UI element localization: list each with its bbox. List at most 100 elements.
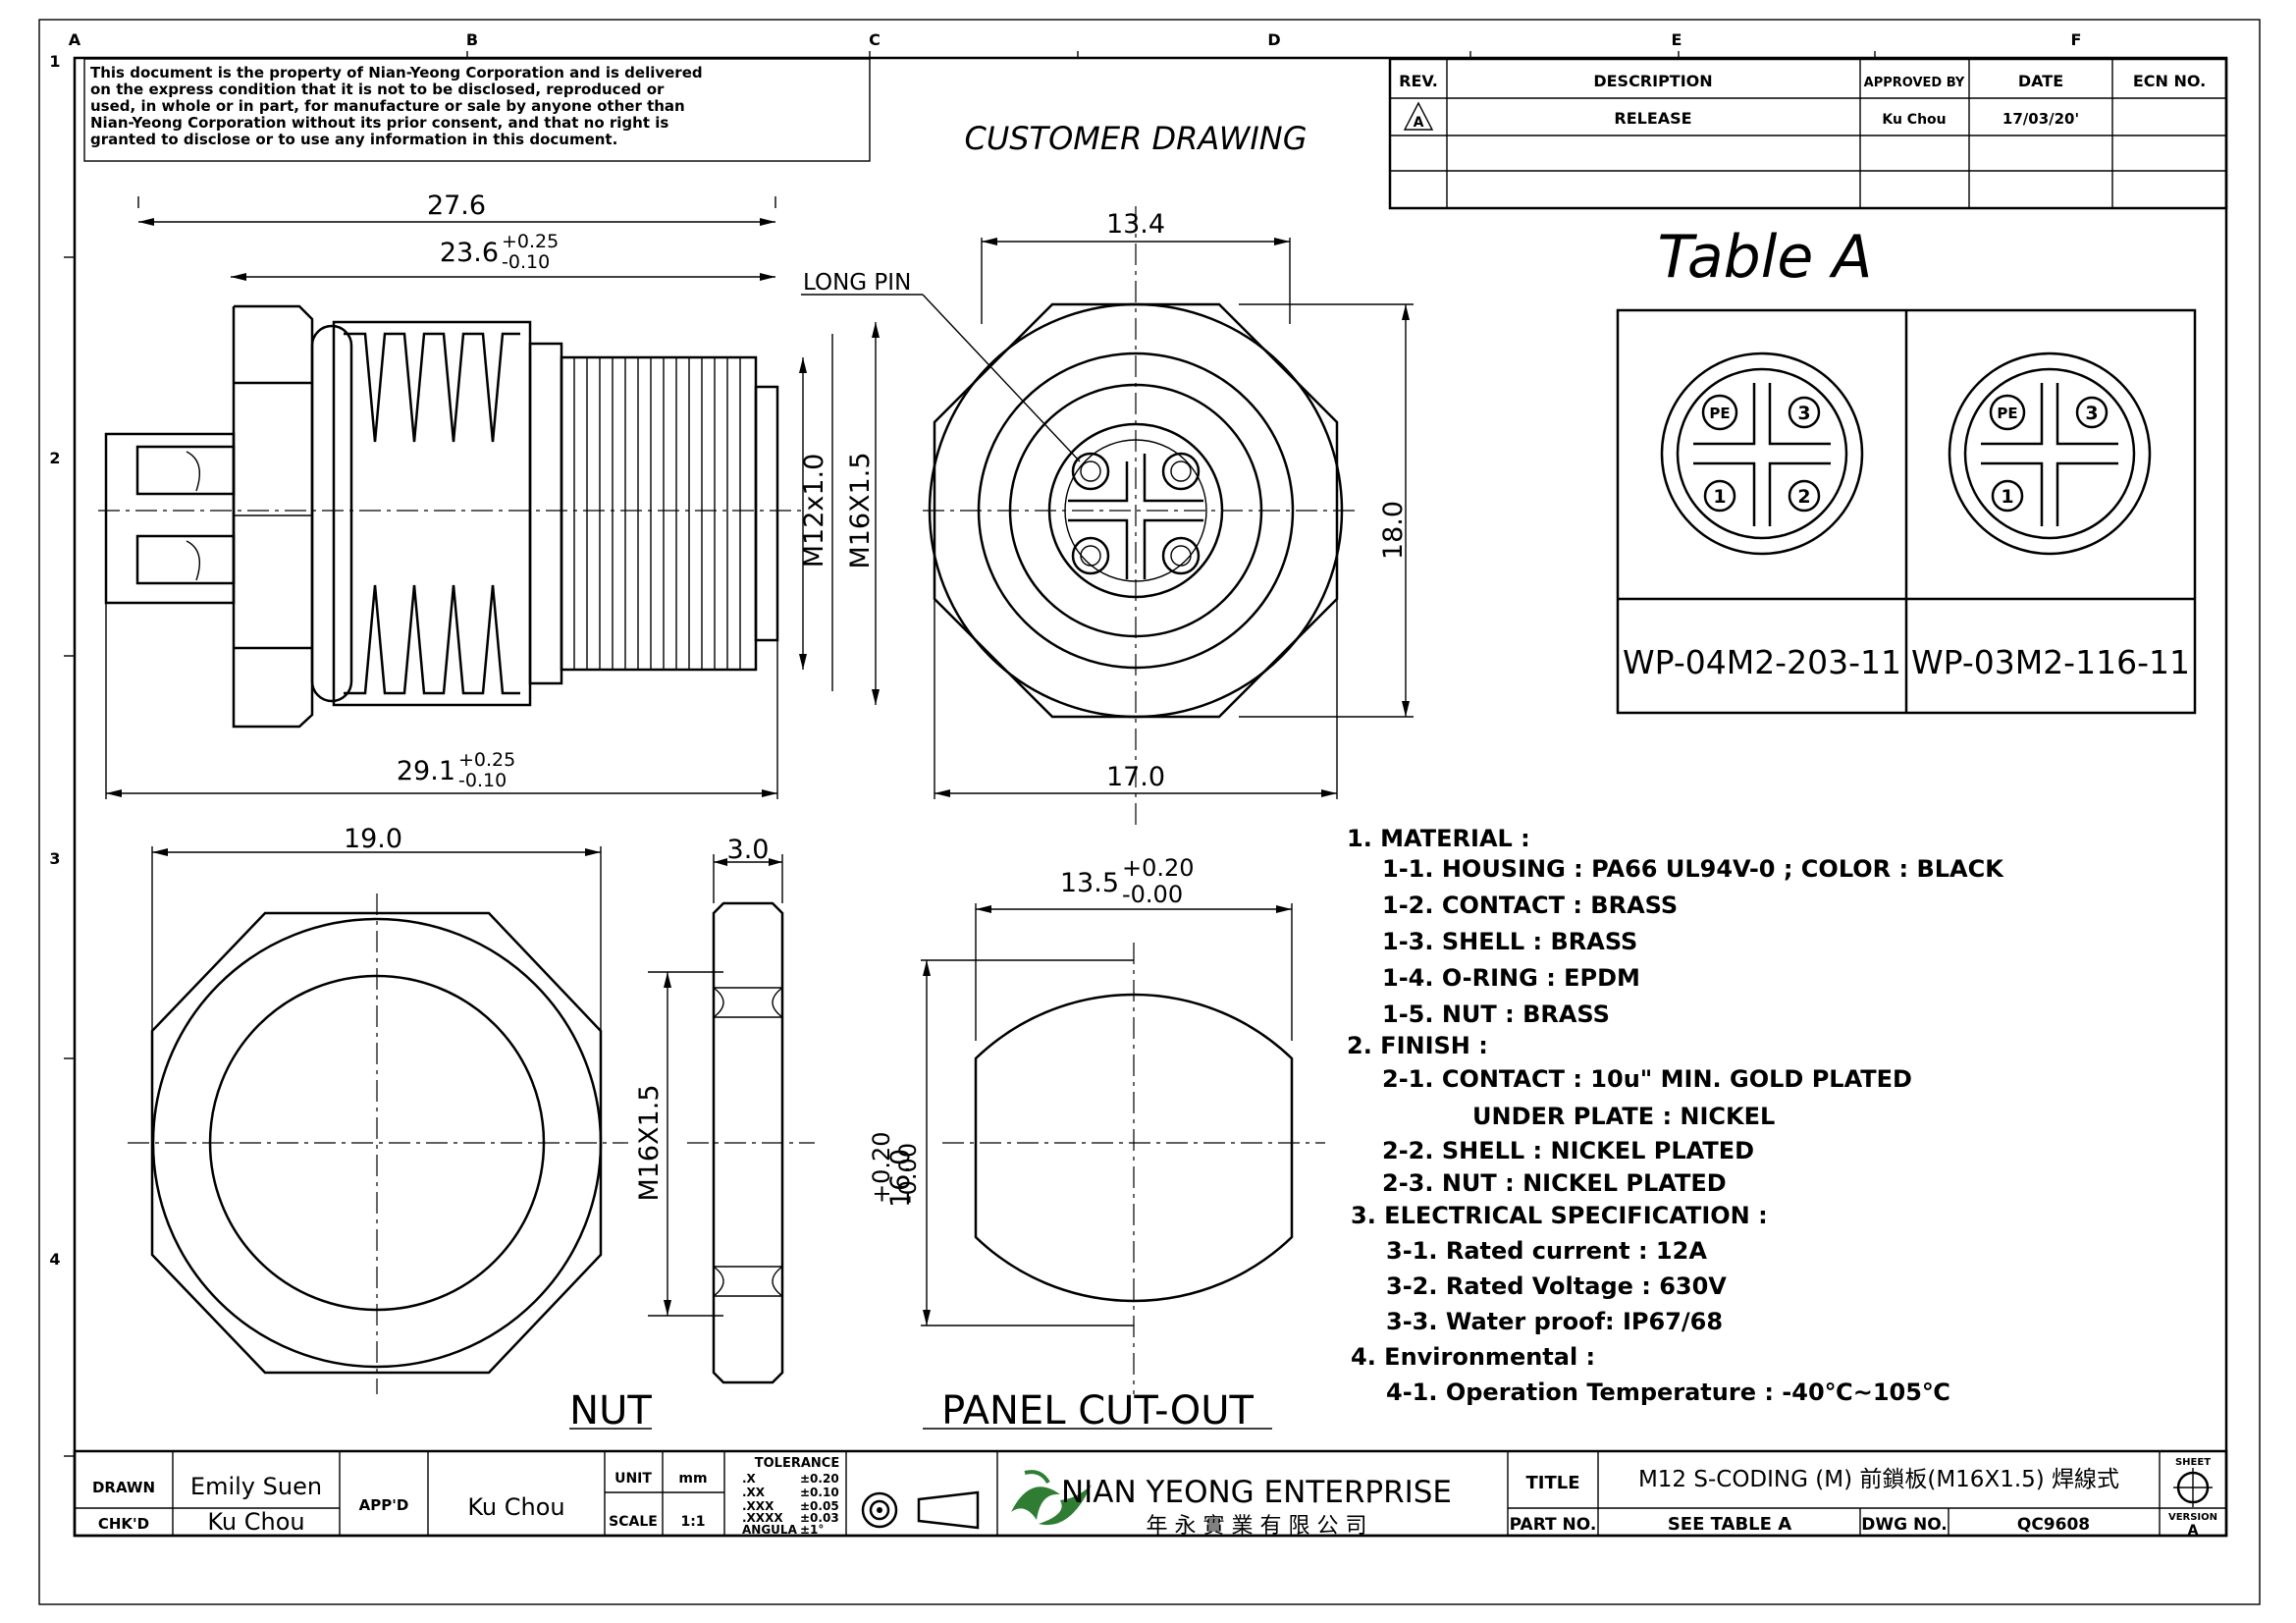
disclaimer-line: on the express condition that it is not … xyxy=(90,81,665,98)
table-a-title: Table A xyxy=(1658,223,1873,292)
approved-by-value: Ku Chou xyxy=(1882,112,1946,128)
tolerance-key: .XX xyxy=(742,1486,766,1499)
disclaimer-line: used, in whole or in part, for manufactu… xyxy=(90,97,685,115)
dim-bottom-tol-plus: +0.25 xyxy=(458,749,515,771)
panel-cutout-label: PANEL CUT-OUT xyxy=(941,1388,1254,1434)
pinout-04m2-icon: PE 3 1 2 xyxy=(1660,352,1864,556)
company-name-zh: 年 永 實 業 有 限 公 司 xyxy=(1147,1514,1367,1539)
zone-col-c: C xyxy=(869,30,881,49)
pin-1-label: 1 xyxy=(1713,486,1726,508)
zone-col-a: A xyxy=(69,30,81,49)
zone-ticks xyxy=(64,51,1876,1457)
part-number-04m2: WP-04M2-203-11 xyxy=(1623,643,1901,681)
cutout-height-tol-minus: -0.00 xyxy=(894,1143,922,1204)
inner-frame xyxy=(73,56,2228,1538)
spec-line: 4. Environmental : xyxy=(1351,1343,1595,1371)
rev-header: REV. xyxy=(1399,72,1438,90)
thread-outer-label: M16X1.5 xyxy=(845,452,876,568)
disclaimer-line: This document is the property of Nian-Ye… xyxy=(90,64,703,81)
cutout-width-tol-plus: +0.20 xyxy=(1122,854,1195,882)
dwg-no-value: QC9608 xyxy=(2017,1515,2090,1535)
panel-cutout-view: 13.5 +0.20 -0.00 16.0 +0.20 -0.00 PANEL … xyxy=(868,854,1325,1434)
pin-2-label: 2 xyxy=(1797,486,1810,508)
rev-triangle-icon xyxy=(1403,101,1434,131)
nut-thread-label: M16X1.5 xyxy=(634,1084,665,1201)
approved-by-header: APPROVED BY xyxy=(1864,76,1965,90)
thread-inner-label: M12x1.0 xyxy=(799,454,829,568)
specifications: 1. MATERIAL : 1-1. HOUSING : PA66 UL94V-… xyxy=(1347,825,2004,1406)
part-no-value: SEE TABLE A xyxy=(1668,1514,1791,1535)
long-pin-callout: LONG PIN xyxy=(803,270,911,296)
appd-label: APP'D xyxy=(359,1496,409,1514)
table-a: Table A PE 3 1 2 PE 3 1 xyxy=(1616,223,2197,715)
tolerance-value: ±0.05 xyxy=(800,1499,839,1513)
company-logo-icon xyxy=(1011,1470,1092,1526)
scale-label: SCALE xyxy=(609,1514,658,1530)
unit-value: mm xyxy=(678,1471,707,1487)
description-value: RELEASE xyxy=(1614,109,1691,128)
tolerance-value: ±0.20 xyxy=(800,1472,839,1486)
drawn-value: Emily Suen xyxy=(190,1473,322,1500)
revision-table: REV. DESCRIPTION APPROVED BY DATE ECN NO… xyxy=(1388,57,2228,210)
dim-body-tol-plus: +0.25 xyxy=(502,231,559,252)
pin-pe-label: PE xyxy=(1997,405,2017,422)
date-value: 17/03/20' xyxy=(2002,110,2079,128)
date-header: DATE xyxy=(2018,72,2063,90)
tolerance-value: ±1° xyxy=(800,1523,824,1537)
zone-col-f: F xyxy=(2071,30,2082,49)
spec-line: 2. FINISH : xyxy=(1347,1032,1488,1059)
part-no-label: PART NO. xyxy=(1510,1515,1597,1535)
zone-col-d: D xyxy=(1267,30,1280,49)
tolerance-key: ANGULA xyxy=(742,1523,798,1537)
appd-value: Ku Chou xyxy=(467,1493,564,1521)
nut-thickness-dim: 3.0 xyxy=(727,835,770,865)
spec-line: 1-2. CONTACT : BRASS xyxy=(1382,892,1678,919)
spec-line: 1-4. O-RING : EPDM xyxy=(1382,964,1640,992)
side-view: 27.6 23.6 +0.25 -0.10 xyxy=(98,190,880,799)
title-value: M12 S-CODING (M) 前鎖板(M16X1.5) 焊線式 xyxy=(1638,1467,2119,1492)
pin-3-label: 3 xyxy=(1797,403,1810,424)
zone-row-2: 2 xyxy=(49,449,60,467)
version-label: VERSION xyxy=(2168,1512,2217,1523)
drawn-label: DRAWN xyxy=(92,1479,155,1496)
spec-line: 1. MATERIAL : xyxy=(1347,825,1530,852)
cutout-width-tol-minus: -0.00 xyxy=(1122,881,1183,908)
nut-width-dim: 19.0 xyxy=(344,824,402,854)
cutout-height-dim: 16.0 xyxy=(885,1149,916,1208)
tolerance-value: ±0.10 xyxy=(800,1486,839,1499)
spec-line: 1-1. HOUSING : PA66 UL94V-0 ; COLOR : BL… xyxy=(1382,855,2004,883)
version-value: A xyxy=(2188,1523,2199,1539)
tolerance-key: .XXX xyxy=(742,1499,774,1513)
zone-row-4: 4 xyxy=(49,1250,60,1269)
chkd-value: Ku Chou xyxy=(207,1508,304,1536)
dim-front-bottom: 17.0 xyxy=(1106,762,1165,792)
tolerance-value: ±0.03 xyxy=(800,1511,839,1525)
title-block: DRAWN Emily Suen CHK'D Ku Chou APP'D Ku … xyxy=(73,1449,2228,1539)
spec-line: 1-3. SHELL : BRASS xyxy=(1382,928,1637,955)
disclaimer-line: granted to disclose or to use any inform… xyxy=(90,131,617,148)
nut-side-view: 3.0 M16X1.5 xyxy=(634,835,815,1384)
nut-label: NUT xyxy=(569,1388,652,1434)
sheet-label: SHEET xyxy=(2175,1457,2211,1468)
tolerance-key: .X xyxy=(742,1472,757,1486)
zone-col-b: B xyxy=(466,30,478,49)
drawing-title: CUSTOMER DRAWING xyxy=(964,120,1307,157)
dwg-no-label: DWG NO. xyxy=(1861,1515,1948,1535)
disclaimer-text: This document is the property of Nian-Ye… xyxy=(90,64,703,148)
pin-3-label: 3 xyxy=(2085,403,2098,424)
spec-line: 3-1. Rated current : 12A xyxy=(1386,1237,1707,1265)
third-angle-projection-icon xyxy=(861,1490,980,1530)
front-view: LONG PIN 13.4 18.0 17.0 xyxy=(801,206,1414,825)
spec-line: 4-1. Operation Temperature : -40℃~105℃ xyxy=(1386,1379,1950,1406)
company-name-en: NIAN YEONG ENTERPRISE xyxy=(1061,1475,1452,1510)
spec-line: 3-3. Water proof: IP67/68 xyxy=(1386,1308,1723,1335)
title-label: TITLE xyxy=(1525,1473,1579,1493)
disclaimer-line: Nian-Yeong Corporation without its prior… xyxy=(90,114,668,132)
outer-frame xyxy=(38,19,2261,1605)
description-header: DESCRIPTION xyxy=(1593,72,1712,90)
cutout-height-tol-plus: +0.20 xyxy=(868,1131,895,1204)
spec-line: 3. ELECTRICAL SPECIFICATION : xyxy=(1351,1202,1768,1229)
zone-row-1: 1 xyxy=(49,52,60,71)
chkd-label: CHK'D xyxy=(98,1515,149,1533)
